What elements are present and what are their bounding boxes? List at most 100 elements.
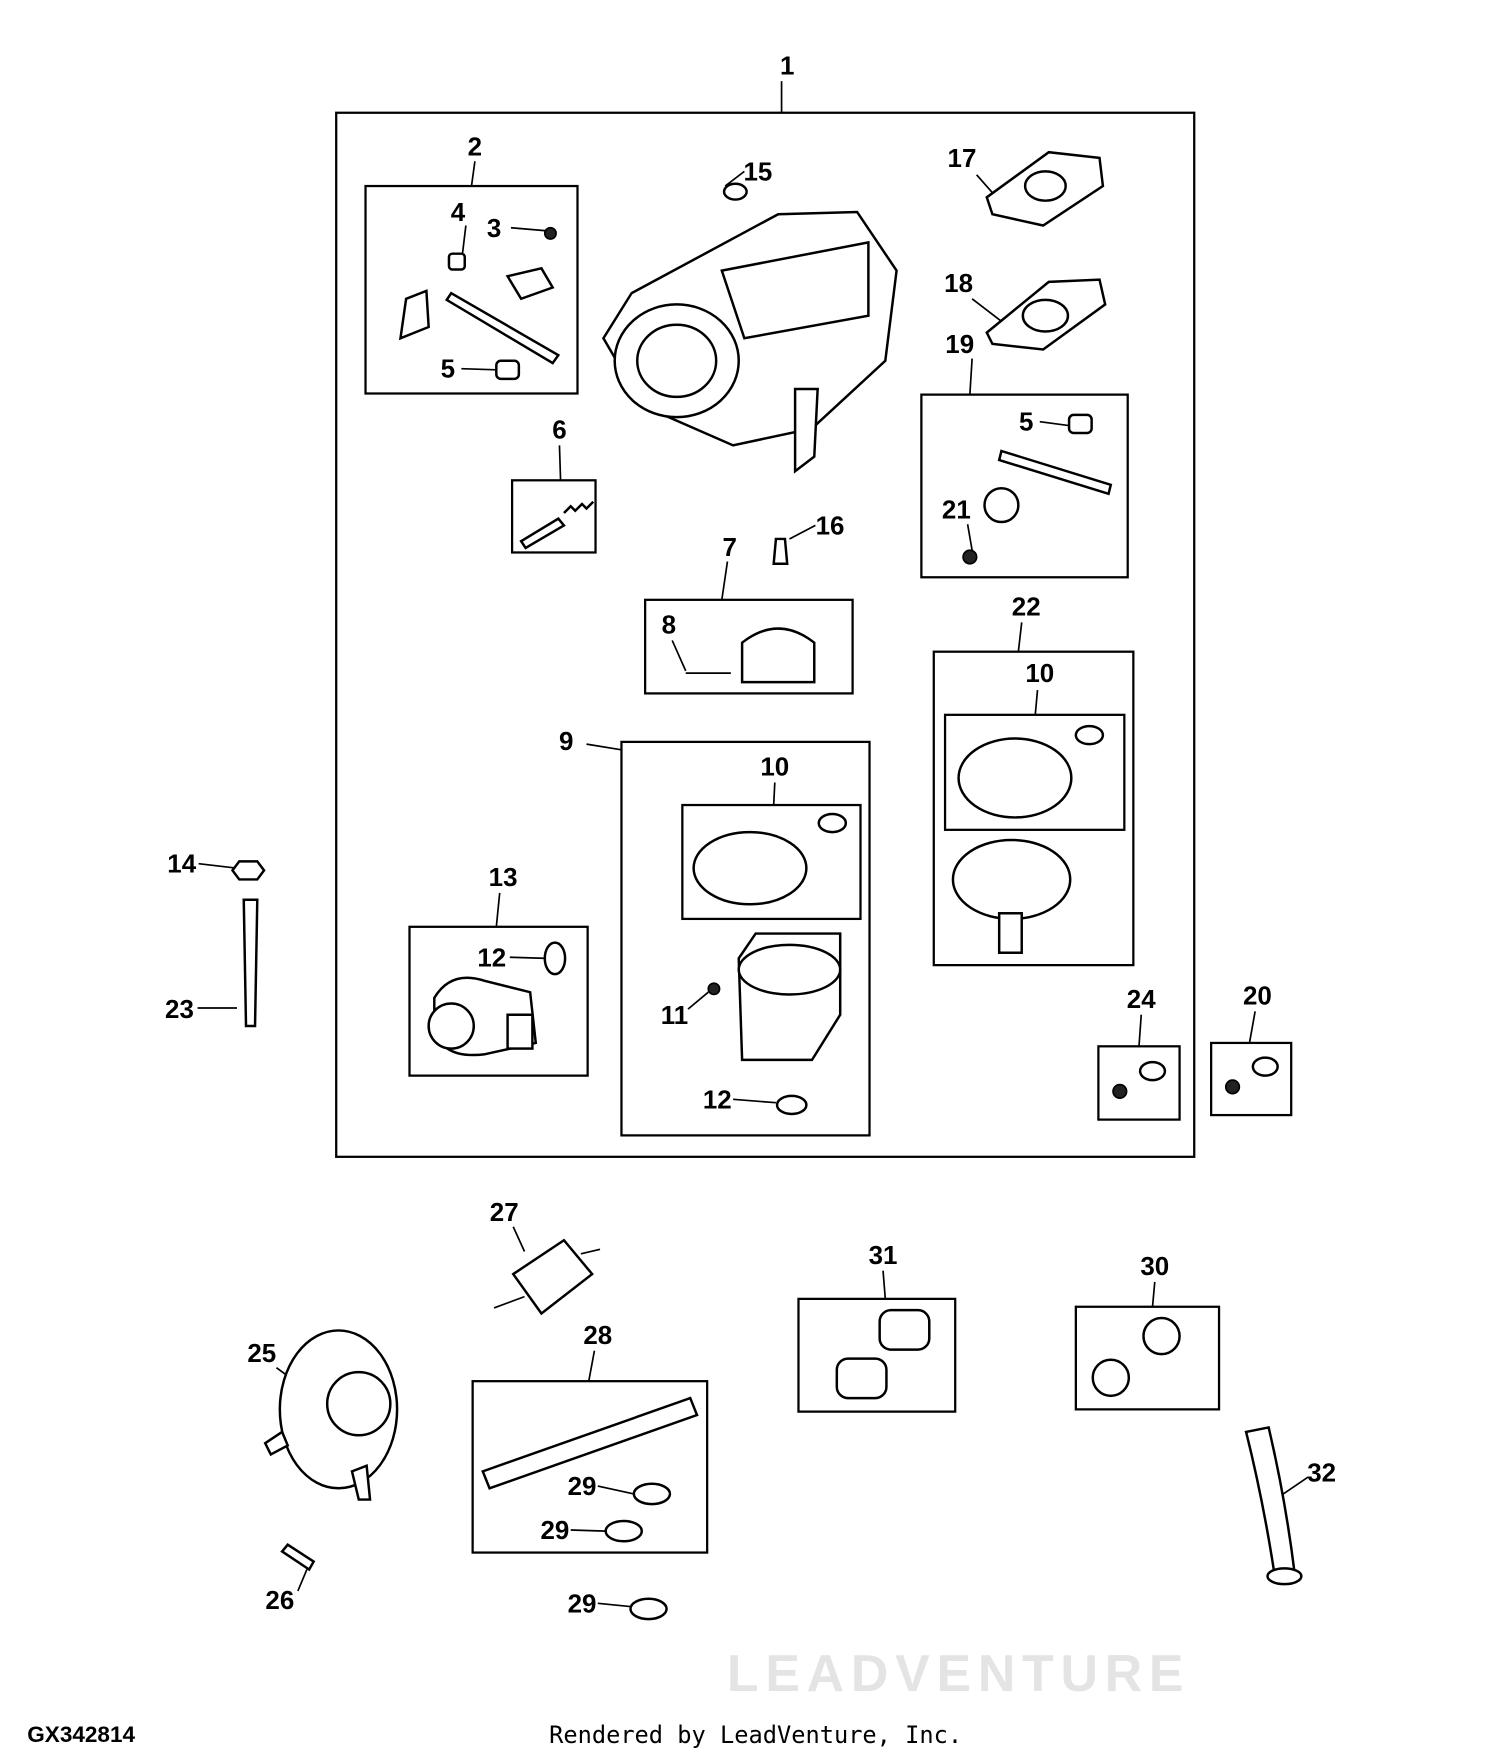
figure-code: GX342814	[27, 1722, 135, 1747]
throttle-plate	[505, 266, 555, 301]
callout-8: 8	[662, 612, 676, 640]
carburetor-body	[601, 210, 898, 474]
throttle-lever	[398, 289, 430, 341]
o-ring-10b	[817, 812, 848, 834]
fuel-filter-27	[493, 1238, 601, 1316]
clamp-29a	[632, 1482, 672, 1506]
washer-12b	[775, 1094, 808, 1116]
callout-28: 28	[583, 1322, 612, 1350]
kit-box-20	[1210, 1041, 1293, 1117]
stud-23	[242, 898, 259, 1028]
callout-7: 7	[722, 534, 736, 562]
callouts: 1 2 4 3 15 17 18 19 5 5 6 16 21 7 22 8 1…	[165, 52, 1336, 1618]
leader-lines	[197, 81, 1309, 1608]
kit-box-22	[932, 650, 1135, 967]
callout-31: 31	[869, 1242, 898, 1270]
callout-4: 4	[451, 199, 466, 227]
fuel-elbow-end	[1266, 1567, 1303, 1586]
bushing-5a	[495, 359, 521, 381]
plug-15	[722, 182, 748, 201]
callout-19: 19	[945, 331, 974, 359]
screw-26	[280, 1543, 316, 1572]
callout-5a: 5	[441, 356, 455, 384]
spring-6	[563, 500, 595, 514]
callout-24: 24	[1127, 986, 1156, 1014]
nut-14	[230, 860, 266, 881]
callout-16: 16	[816, 512, 845, 540]
callout-26: 26	[265, 1587, 294, 1615]
inlet-needle-16	[772, 537, 789, 565]
washer-12a	[543, 941, 567, 976]
callout-1: 1	[780, 52, 794, 80]
callout-11: 11	[661, 1002, 688, 1030]
o-ring-10a	[1074, 724, 1105, 746]
callout-21: 21	[942, 497, 971, 525]
bushing-5b	[1067, 413, 1093, 435]
screw-24	[1112, 1083, 1128, 1100]
callout-29c: 29	[568, 1590, 597, 1618]
fuel-hose-28	[481, 1396, 699, 1490]
callout-32: 32	[1307, 1460, 1336, 1488]
callout-12a: 12	[477, 944, 506, 972]
watermark: LEADVENTURE	[727, 1644, 1190, 1702]
callout-3: 3	[487, 215, 501, 243]
clip-30a	[1142, 1316, 1181, 1356]
solenoid-face	[427, 1002, 476, 1050]
gasket-18-hole	[1021, 298, 1070, 333]
clip-31b	[835, 1357, 888, 1400]
clip-31a	[878, 1308, 931, 1351]
solenoid-connector	[506, 1013, 534, 1050]
clip-30b	[1091, 1358, 1131, 1398]
float-bowl-rim	[737, 943, 842, 996]
kit-box-7	[644, 598, 854, 695]
callout-25: 25	[247, 1340, 276, 1368]
callout-18: 18	[944, 270, 973, 298]
callout-30: 30	[1140, 1253, 1169, 1281]
kit-box-19	[920, 393, 1129, 579]
kit-box-9	[620, 740, 871, 1137]
washer-20	[1251, 1056, 1279, 1077]
callout-27: 27	[490, 1199, 519, 1227]
callout-6: 6	[552, 417, 566, 445]
choke-shaft	[997, 449, 1113, 496]
bushing-4	[447, 252, 466, 271]
callout-5b: 5	[1019, 409, 1033, 437]
fuel-elbow-32	[1244, 1425, 1296, 1575]
gasket-set-10b	[692, 830, 808, 906]
assembly-box-1	[335, 111, 1196, 1158]
callout-29a: 29	[568, 1473, 597, 1501]
idle-screw-6	[519, 517, 566, 550]
screw-20	[1224, 1079, 1241, 1095]
kit-box-28	[471, 1380, 709, 1554]
credit-text: Rendered by LeadVenture, Inc.	[549, 1721, 962, 1749]
metering-nozzle-22	[997, 912, 1023, 954]
kit-box-30	[1074, 1305, 1221, 1411]
clamp-29b	[604, 1519, 644, 1543]
metering-plate-22	[951, 838, 1072, 921]
clamp-29c	[629, 1597, 668, 1621]
gasket-set-10a	[957, 737, 1073, 819]
callout-2: 2	[468, 134, 482, 162]
kit-box-10a	[943, 713, 1126, 831]
callout-15: 15	[743, 158, 772, 186]
throttle-shaft	[444, 291, 561, 365]
kit-box-31	[797, 1297, 957, 1413]
kit-box-13	[408, 925, 589, 1077]
kit-box-24	[1097, 1045, 1181, 1121]
choke-plate	[983, 486, 1020, 524]
callout-22: 22	[1012, 594, 1041, 622]
gasket-17-hole	[1023, 170, 1067, 202]
callout-10a: 10	[1025, 660, 1054, 688]
callout-23: 23	[165, 996, 194, 1024]
screw-3	[543, 226, 557, 240]
kit-box-10b	[681, 803, 862, 921]
callout-14: 14	[167, 851, 196, 879]
callout-12b: 12	[703, 1086, 732, 1114]
callout-9: 9	[559, 728, 573, 756]
callout-29b: 29	[541, 1517, 570, 1545]
callout-10b: 10	[760, 754, 789, 782]
screw-21	[962, 549, 978, 565]
screw-11	[707, 982, 721, 996]
group-boxes	[335, 111, 1293, 1554]
